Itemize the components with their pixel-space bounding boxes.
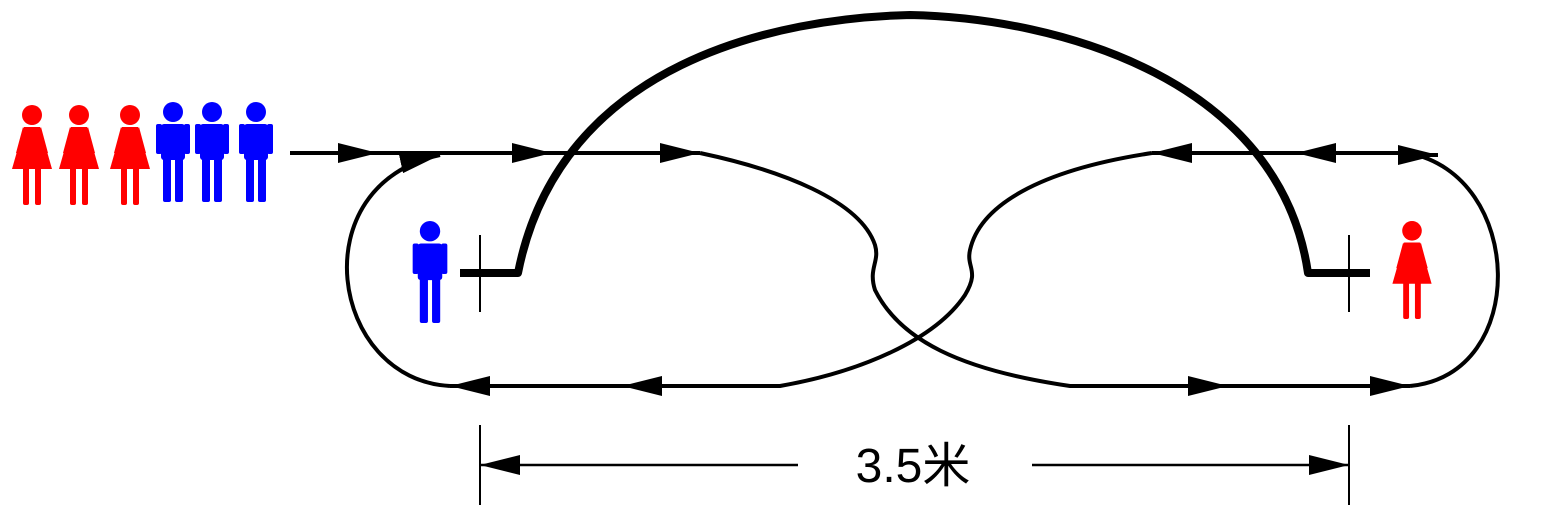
male-person-icon [412, 221, 448, 323]
male-person-icon [239, 102, 273, 202]
female-person-icon [59, 105, 99, 205]
runner-queue [12, 102, 273, 205]
male-person-icon [195, 102, 229, 202]
thick-exchange-arc [460, 11, 1370, 277]
distance-dimension: 3.5米 [479, 425, 1350, 505]
female-person-icon [12, 105, 52, 205]
female-person-icon [110, 105, 150, 205]
female-person-icon [1392, 221, 1432, 319]
distance-label: 3.5米 [856, 440, 971, 493]
route-lines [290, 143, 1500, 396]
male-person-icon [156, 102, 190, 202]
